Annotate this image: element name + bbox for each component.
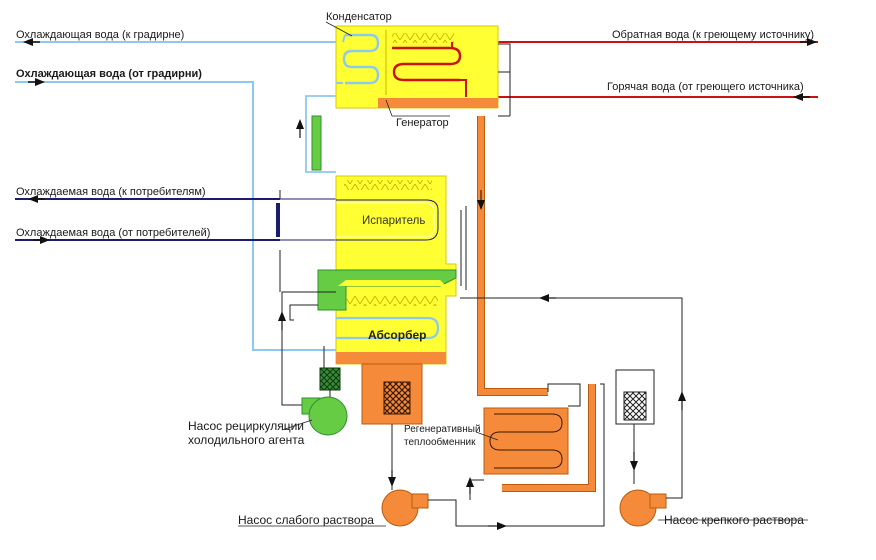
return-water-line: Обратная вода (к греющему источнику) bbox=[452, 29, 818, 46]
generator-label: Генератор bbox=[396, 117, 449, 129]
weak-solution-pump-label: Насос слабого раствора bbox=[238, 513, 374, 527]
chilled-water-from-consumers-label: Охлаждаемая вода (от потребителей) bbox=[16, 227, 210, 239]
cooling-water-from-tower-label: Охлаждающая вода (от градирни) bbox=[16, 68, 202, 80]
absorber-coil bbox=[336, 316, 440, 340]
hot-water-label: Горячая вода (от греющего источника) bbox=[607, 81, 804, 93]
heat-exchanger-label-1: Регенеративный bbox=[404, 424, 481, 435]
heat-exchanger-label-2: теплообменник bbox=[404, 436, 476, 448]
chilled-water-to-consumers-label: Охлаждаемая вода (к потребителям) bbox=[16, 186, 206, 198]
cooling-water-to-tower-label: Охлаждающая вода (к градирне) bbox=[16, 29, 184, 41]
refrigerant-filter bbox=[319, 367, 341, 391]
condenser-label: Конденсатор bbox=[326, 11, 392, 23]
evaporator-coil bbox=[336, 199, 439, 241]
chilled-water-to-consumers-line: Охлаждаемая вода (к потребителям) bbox=[15, 186, 280, 203]
hot-water-line: Горячая вода (от греющего источника) bbox=[452, 81, 818, 101]
condenser-generator-block bbox=[335, 25, 499, 109]
strong-solution-tank bbox=[615, 369, 655, 425]
solution-filter bbox=[383, 381, 411, 415]
cooling-water-to-tower-line: Охлаждающая вода (к градирне) bbox=[15, 29, 343, 46]
return-water-label: Обратная вода (к греющему источнику) bbox=[612, 29, 814, 41]
weak-solution-riser bbox=[502, 384, 596, 492]
recirculation-pump-label-2: холодильного агента bbox=[188, 433, 305, 447]
condenser-coil bbox=[342, 33, 380, 85]
absorber-label: Абсорбер bbox=[368, 328, 427, 342]
regenerative-heat-exchanger bbox=[483, 407, 569, 475]
recirculation-pump bbox=[301, 396, 348, 436]
strong-solution-pipe bbox=[477, 116, 548, 396]
generator-coil bbox=[392, 46, 462, 82]
cooling-water-from-tower-line: Охлаждающая вода (от градирни) bbox=[15, 68, 336, 351]
recirculation-pump-label-1: Насос рециркуляции bbox=[188, 419, 304, 433]
evaporator-absorber-shell bbox=[317, 175, 457, 365]
chilled-water-from-consumers-line: Охлаждаемая вода (от потребителей) bbox=[15, 227, 280, 244]
weak-solution-pump bbox=[381, 489, 429, 527]
refrigerant-tube bbox=[311, 115, 322, 171]
strong-solution-pump bbox=[619, 489, 667, 527]
evaporator-label: Испаритель bbox=[362, 215, 425, 227]
